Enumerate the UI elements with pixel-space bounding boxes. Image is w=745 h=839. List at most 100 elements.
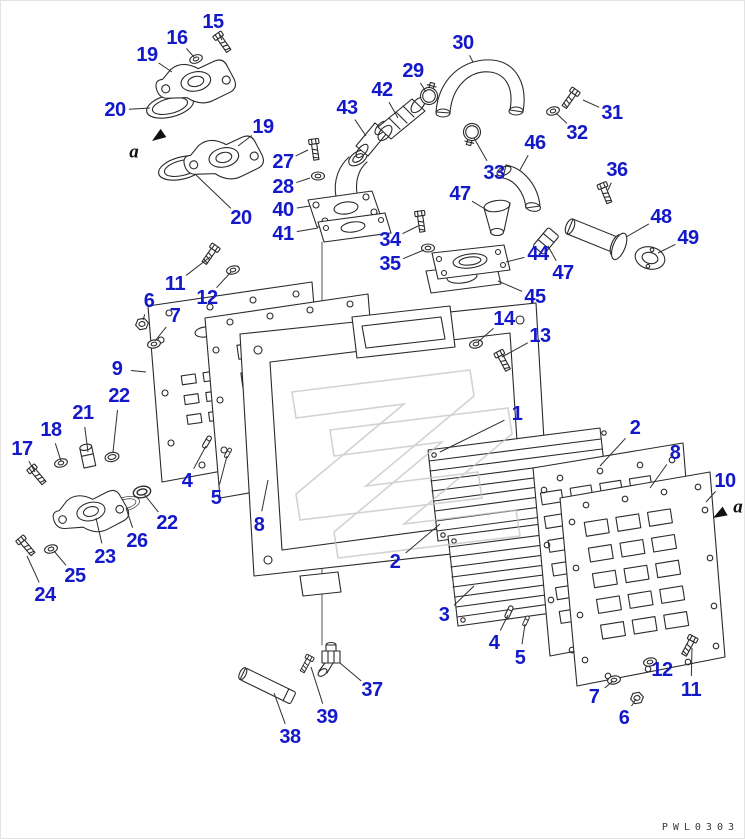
leader-line <box>295 149 309 157</box>
part-pipe-38 <box>238 667 296 704</box>
drawing-code: PWL0303 <box>661 822 739 833</box>
leader-line <box>419 82 427 93</box>
part-bolt-34 <box>413 209 428 234</box>
part-plate-44 <box>431 244 511 280</box>
part-label-28: 28 <box>272 176 294 198</box>
part-label-1: 1 <box>511 403 523 425</box>
leader-line <box>402 225 419 235</box>
leader-line <box>296 205 311 209</box>
leader-line <box>477 327 494 343</box>
leader-line <box>555 112 568 124</box>
leader-line <box>473 137 488 162</box>
part-label-17: 17 <box>11 438 33 460</box>
part-label-47: 47 <box>449 183 471 205</box>
leader-line <box>218 34 223 41</box>
leader-line <box>112 409 119 453</box>
leader-line <box>273 692 286 725</box>
part-label-22: 22 <box>156 512 178 534</box>
leader-line <box>310 666 324 704</box>
leader-line <box>185 256 211 276</box>
leader-line <box>501 342 528 358</box>
leader-line <box>582 99 600 108</box>
part-label-18: 18 <box>40 419 62 441</box>
part-bolt-36 <box>596 180 615 206</box>
part-label-49: 49 <box>677 227 699 249</box>
part-label-7: 7 <box>588 686 600 708</box>
part-label-35: 35 <box>379 253 401 275</box>
part-bolt-27 <box>307 137 322 162</box>
part-label-2: 2 <box>389 551 401 573</box>
part-washer-35 <box>420 243 436 253</box>
part-cover-right <box>559 471 726 687</box>
part-nut-6-left <box>134 317 150 331</box>
part-label-2: 2 <box>629 417 641 439</box>
part-label-11: 11 <box>680 679 702 701</box>
part-label-27: 27 <box>272 151 294 173</box>
leader-line <box>54 443 62 462</box>
part-label-9: 9 <box>111 358 123 380</box>
part-hose-47-rear <box>533 227 559 255</box>
part-label-32: 32 <box>566 122 588 144</box>
leader-line <box>631 698 637 707</box>
part-label-15: 15 <box>202 11 224 33</box>
part-label-12: 12 <box>196 287 218 309</box>
part-bolt-15 <box>212 30 234 55</box>
leader-line <box>649 464 668 489</box>
part-plug-21 <box>79 443 97 469</box>
leader-line <box>705 491 716 503</box>
leader-line <box>95 517 103 544</box>
part-label-41: 41 <box>272 223 294 245</box>
leader-line <box>28 460 36 473</box>
part-bolt-17 <box>26 463 49 487</box>
part-label-47: 47 <box>552 262 574 284</box>
leader-line <box>261 479 269 512</box>
leader-line <box>193 445 207 469</box>
part-label-4: 4 <box>488 632 500 654</box>
leader-line <box>128 107 151 110</box>
part-label-6: 6 <box>618 707 630 729</box>
part-label-19: 19 <box>252 116 274 138</box>
part-label-23: 23 <box>94 546 116 568</box>
leader-line <box>657 243 676 254</box>
leader-line <box>219 455 228 485</box>
part-label-26: 26 <box>126 530 148 552</box>
part-label-34: 34 <box>379 229 401 251</box>
leader-line <box>519 154 529 171</box>
part-label-46: 46 <box>524 132 546 154</box>
part-label-39: 39 <box>316 706 338 728</box>
part-label-25: 25 <box>64 565 86 587</box>
part-label-16: 16 <box>166 27 188 49</box>
part-label-42: 42 <box>371 79 393 101</box>
view-ref-label: a <box>129 141 139 163</box>
leader-line <box>625 223 650 238</box>
leader-line <box>439 419 505 453</box>
leader-line <box>607 182 612 191</box>
leader-line <box>604 680 614 689</box>
view-ref-arrow <box>152 128 167 141</box>
part-label-45: 45 <box>524 286 546 308</box>
part-label-22: 22 <box>108 385 130 407</box>
leader-line <box>469 55 474 63</box>
leader-line <box>125 507 134 528</box>
part-bolt-31 <box>559 86 581 111</box>
part-oring-22-upper <box>103 450 121 464</box>
part-label-19: 19 <box>136 44 158 66</box>
part-gasket-49 <box>634 246 666 270</box>
leader-line <box>388 101 399 119</box>
view-ref-label: a <box>733 496 743 518</box>
part-label-3: 3 <box>438 604 450 626</box>
part-label-8: 8 <box>253 514 265 536</box>
part-label-5: 5 <box>210 487 222 509</box>
part-label-36: 36 <box>606 159 628 181</box>
part-label-5: 5 <box>514 647 526 669</box>
leader-line <box>237 135 253 147</box>
part-label-24: 24 <box>34 584 56 606</box>
leader-line <box>521 623 526 645</box>
leader-line <box>216 271 232 289</box>
leader-line <box>497 280 523 292</box>
part-label-31: 31 <box>601 102 623 124</box>
part-valve-37 <box>317 641 341 677</box>
part-tube-48 <box>564 218 628 261</box>
part-label-43: 43 <box>336 97 358 119</box>
